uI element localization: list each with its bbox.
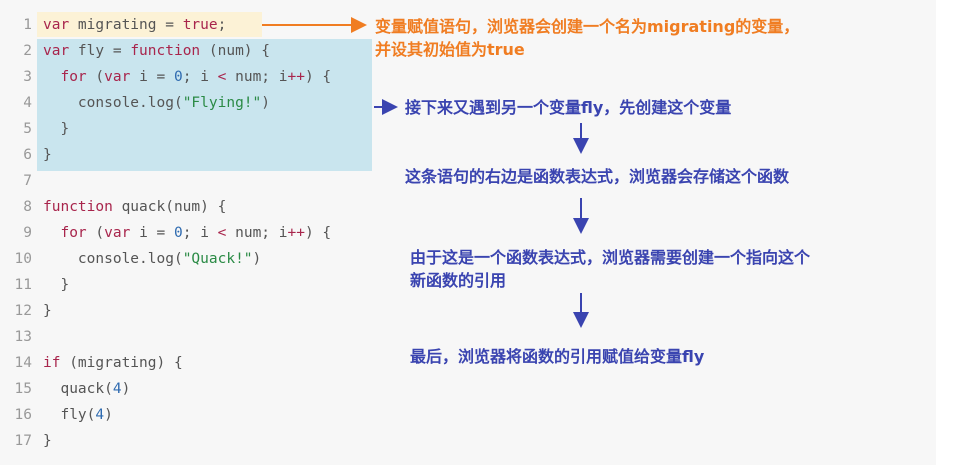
code-token: ; i [182,69,218,85]
code-line-8: 8 function quack(num) { [0,194,226,220]
code-token: ) [252,251,262,267]
code-token: } [43,147,52,163]
code-token: num; i [226,69,288,85]
code-line-17: 17} [0,428,52,454]
annotation-step-4-line-1: 由于这是一个函数表达式，浏览器需要创建一个指向这个 [410,248,811,267]
code-token: ) [261,95,270,111]
code-line-1: 1 var migrating = true; [0,12,226,38]
code-token: i = [130,69,174,85]
annotation-step-4: 由于这是一个函数表达式，浏览器需要创建一个指向这个 新函数的引用 [410,246,810,292]
line-number: 16 [14,407,32,423]
code-line-5: 5 } [0,116,69,142]
code-line-15: 15 quack(4) [0,376,131,402]
line-number: 13 [14,329,32,345]
code-token: for [60,225,87,241]
code-line-14: 14 if (migrating) { [0,350,183,376]
code-line-2: 2 var fly = function (num) { [0,38,270,64]
code-token: var [43,43,70,59]
line-number: 2 [23,43,32,59]
code-token: "Quack!" [182,251,253,267]
code-token: ; [217,17,227,33]
code-token: quack(num) { [112,199,227,215]
highlight-fly-block [37,39,372,171]
code-token: ) [121,381,131,397]
code-token: ( [86,69,105,85]
code-token: var [104,225,131,241]
annotation-step-1-line-2: 并设其初始值为true [375,40,525,59]
code-token: 0 [174,69,183,85]
code-token: ) [104,407,113,423]
line-number: 3 [23,69,32,85]
code-token: ) { [304,69,332,85]
code-token: ; i [182,225,218,241]
code-token: (num) { [200,43,270,59]
code-token: < [217,225,227,241]
line-number: 5 [23,121,32,137]
code-token: function [43,199,113,215]
code-token: console.log( [43,95,183,111]
code-line-10: 10 console.log("Quack!") [0,246,262,272]
code-line-6: 6} [0,142,52,168]
code-token: fly = [69,43,131,59]
annotation-step-4-line-2: 新函数的引用 [410,271,507,290]
code-line-4: 4 console.log("Flying!") [0,90,270,116]
code-token: quack( [43,381,113,397]
code-token: num; i [226,225,288,241]
code-token: ++ [287,69,305,85]
code-token: for [60,69,87,85]
line-number: 9 [23,225,32,241]
code-token: } [43,303,52,319]
code-token: migrating = [69,17,183,33]
code-line-11: 11 } [0,272,70,298]
code-line-7: 7 [0,168,43,194]
annotation-step-5: 最后，浏览器将函数的引用赋值给变量fly [410,347,705,366]
code-token: "Flying!" [182,95,262,111]
code-token: 4 [112,381,122,397]
code-token: (migrating) { [60,355,183,371]
code-token: ) { [304,225,332,241]
code-token: if [43,355,61,371]
annotation-step-2: 接下来又遇到另一个变量fly，先创建这个变量 [405,98,732,117]
code-token: } [43,433,52,449]
line-number: 6 [23,147,32,163]
code-token: } [43,121,70,137]
code-token: } [43,277,70,293]
line-number: 4 [23,95,32,111]
code-token: true [182,17,218,33]
code-token: 4 [95,407,105,423]
code-token: < [217,69,227,85]
code-token: ( [86,225,105,241]
line-number: 11 [14,277,32,293]
code-line-12: 12} [0,298,52,324]
line-number: 1 [23,17,32,33]
code-token: var [43,17,70,33]
line-number: 8 [23,199,32,215]
code-line-3: 3 for (var i = 0; i < num; i++) { [0,64,331,90]
line-number: 7 [23,173,32,189]
code-token: function [130,43,201,59]
line-number: 15 [14,381,32,397]
line-number: 10 [14,251,32,267]
code-token: i = [130,225,174,241]
code-line-16: 16 fly(4) [0,402,113,428]
code-token: ++ [287,225,305,241]
code-line-9: 9 for (var i = 0; i < num; i++) { [0,220,331,246]
annotation-step-1-line-1: 变量赋值语句，浏览器会创建一个名为migrating的变量， [375,17,800,36]
line-number: 12 [14,303,32,319]
line-number: 17 [14,433,32,449]
line-number: 14 [14,355,32,371]
annotation-step-1: 变量赋值语句，浏览器会创建一个名为migrating的变量， 并设其初始值为tr… [375,15,799,61]
code-token: console.log( [43,251,183,267]
code-token: 0 [174,225,183,241]
code-line-13: 13 [0,324,43,350]
code-token: var [104,69,131,85]
highlight-line-1 [37,12,262,37]
annotation-step-3: 这条语句的右边是函数表达式，浏览器会存储这个函数 [405,167,790,186]
code-token: fly( [43,407,96,423]
